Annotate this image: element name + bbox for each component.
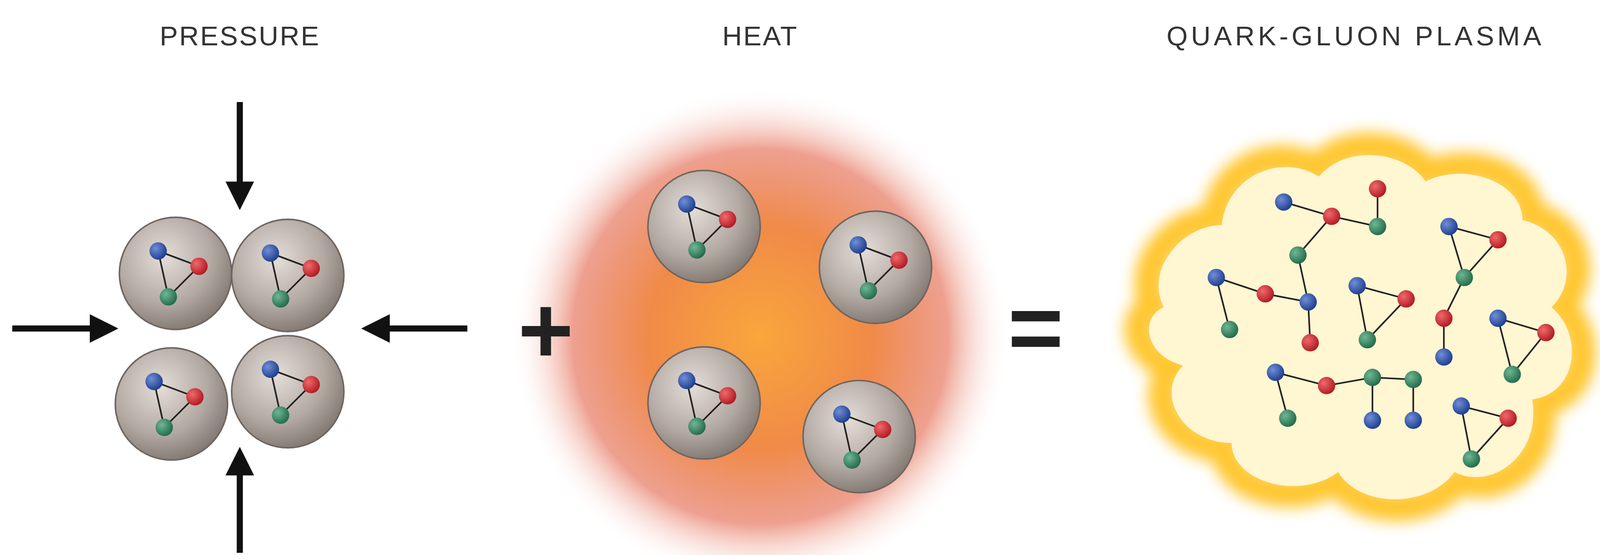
heat-glow	[510, 86, 1011, 555]
stage-heading: QUARK-GLUON PLASMA	[1166, 21, 1545, 52]
stage-heading: PRESSURE	[159, 21, 321, 52]
free-quarks	[1207, 180, 1555, 468]
plus-sign: +	[518, 278, 574, 383]
plasma-glow	[1137, 145, 1583, 509]
equals-sign: =	[1007, 275, 1064, 381]
stage-heading: HEAT	[722, 21, 799, 52]
pressed-nucleons	[115, 217, 344, 460]
pressure-arrows	[12, 102, 468, 553]
heated-nucleons	[647, 170, 932, 494]
